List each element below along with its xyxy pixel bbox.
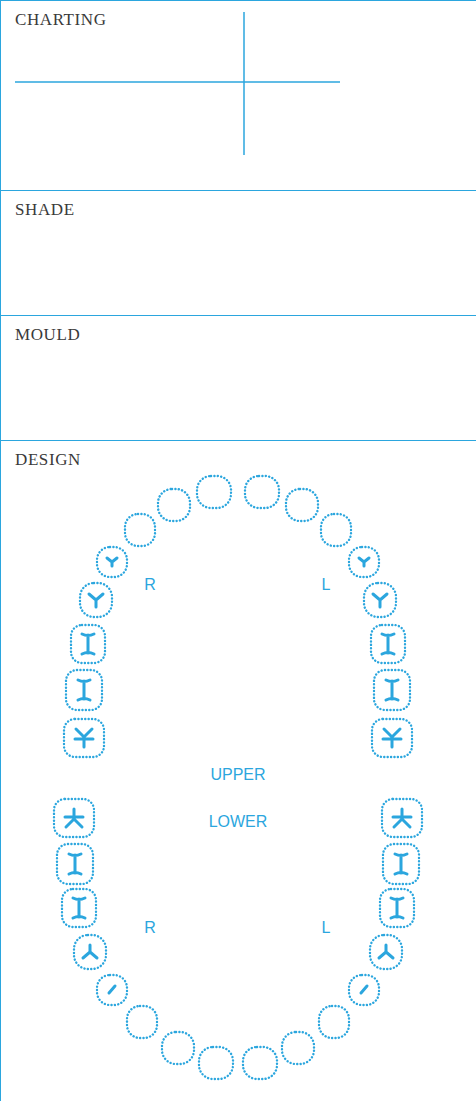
tooth-mark (393, 809, 411, 827)
tooth-outline (383, 844, 419, 884)
tooth-outline (371, 625, 405, 663)
tooth-outline (382, 799, 422, 837)
tooth-mark (379, 945, 393, 958)
tooth-mark (83, 945, 97, 958)
charting-divider (15, 81, 340, 83)
arch-label: LOWER (207, 813, 270, 831)
tooth-outline (125, 514, 155, 546)
tooth-mark (109, 986, 115, 993)
arch-label: R (142, 576, 158, 594)
tooth-outline (245, 476, 279, 508)
tooth-outline (197, 476, 231, 508)
arch-label: UPPER (208, 766, 267, 784)
tooth-mark (373, 594, 387, 607)
tooth-outline (374, 670, 410, 710)
tooth-mark (69, 854, 81, 874)
arch-label: R (142, 919, 158, 937)
tooth-mark (386, 680, 398, 700)
tooth-mark (107, 558, 117, 566)
tooth-outline (243, 1047, 277, 1079)
tooth-outline (57, 844, 93, 884)
tooth-outline (286, 489, 318, 521)
arch-label: L (320, 576, 333, 594)
tooth-outline (364, 583, 396, 617)
tooth-mark (65, 809, 83, 827)
tooth-outline (380, 889, 414, 927)
tooth-mark (89, 594, 103, 607)
tooth-outline (71, 625, 105, 663)
tooth-outline (370, 935, 402, 969)
form-section: CHARTING (0, 0, 476, 190)
tooth-outline (199, 1047, 233, 1079)
tooth-mark (395, 854, 407, 874)
form-section: MOULD (0, 315, 476, 440)
tooth-outline (97, 547, 127, 577)
tooth-outline (372, 719, 412, 757)
tooth-mark (73, 898, 85, 918)
tooth-mark (359, 558, 369, 566)
arch-label: L (320, 919, 333, 937)
tooth-mark (361, 986, 367, 993)
tooth-outline (349, 547, 379, 577)
tooth-mark (78, 680, 90, 700)
tooth-outline (282, 1032, 314, 1064)
tooth-outline (127, 1006, 157, 1038)
tooth-mark (82, 634, 94, 654)
tooth-mark (383, 729, 401, 747)
form-section: SHADE (0, 190, 476, 315)
tooth-outline (74, 935, 106, 969)
section-title: MOULD (13, 325, 82, 345)
tooth-mark (391, 898, 403, 918)
tooth-outline (62, 889, 96, 927)
section-title: SHADE (13, 200, 77, 220)
tooth-outline (349, 975, 379, 1005)
tooth-outline (162, 1032, 194, 1064)
tooth-mark (382, 634, 394, 654)
tooth-outline (54, 799, 94, 837)
tooth-outline (319, 1006, 349, 1038)
tooth-outline (321, 514, 351, 546)
tooth-outline (80, 583, 112, 617)
tooth-outline (66, 670, 102, 710)
section-title: CHARTING (13, 10, 109, 30)
tooth-outline (97, 975, 127, 1005)
charting-divider (243, 12, 245, 155)
section-title: DESIGN (13, 450, 83, 470)
tooth-mark (75, 729, 93, 747)
tooth-chart (54, 476, 422, 1079)
tooth-outline (158, 489, 190, 521)
tooth-outline (64, 719, 104, 757)
